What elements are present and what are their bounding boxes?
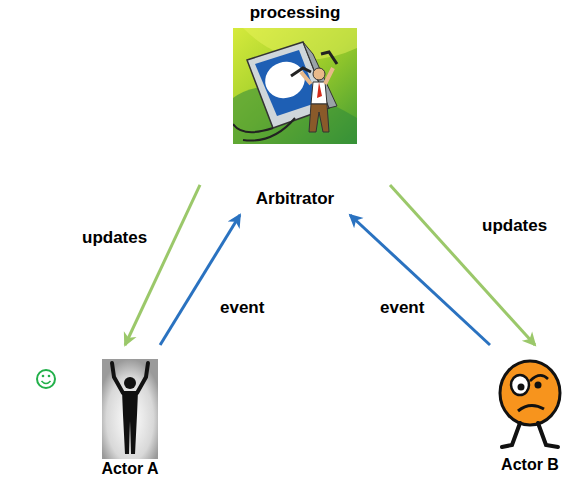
- event-arrow: [160, 215, 240, 345]
- edge-label: updates: [480, 216, 549, 236]
- node-label: Actor A: [95, 460, 165, 478]
- actor-node: Actor B: [480, 345, 580, 485]
- heading-text: processing: [200, 3, 390, 23]
- smiley-face: [37, 370, 55, 388]
- arbitrator-clipart: [233, 28, 357, 144]
- smiley-eye: [48, 375, 51, 378]
- actor-a-silhouette: [100, 359, 160, 459]
- edge-label: updates: [80, 228, 149, 248]
- arbitrator-node: processingArbitrator: [200, 0, 390, 215]
- edge-label: event: [378, 298, 426, 318]
- smiley-mouth: [42, 381, 51, 384]
- update-arrow: [125, 185, 200, 345]
- smiley-eye: [42, 375, 45, 378]
- event-arrow: [350, 215, 490, 345]
- edge-label: event: [218, 298, 266, 318]
- actor-b-cartoon: [490, 353, 570, 453]
- node-label: Actor B: [480, 456, 580, 474]
- actor-node: Actor A: [95, 345, 165, 485]
- node-label: Arbitrator: [200, 189, 390, 209]
- update-arrow: [390, 185, 535, 345]
